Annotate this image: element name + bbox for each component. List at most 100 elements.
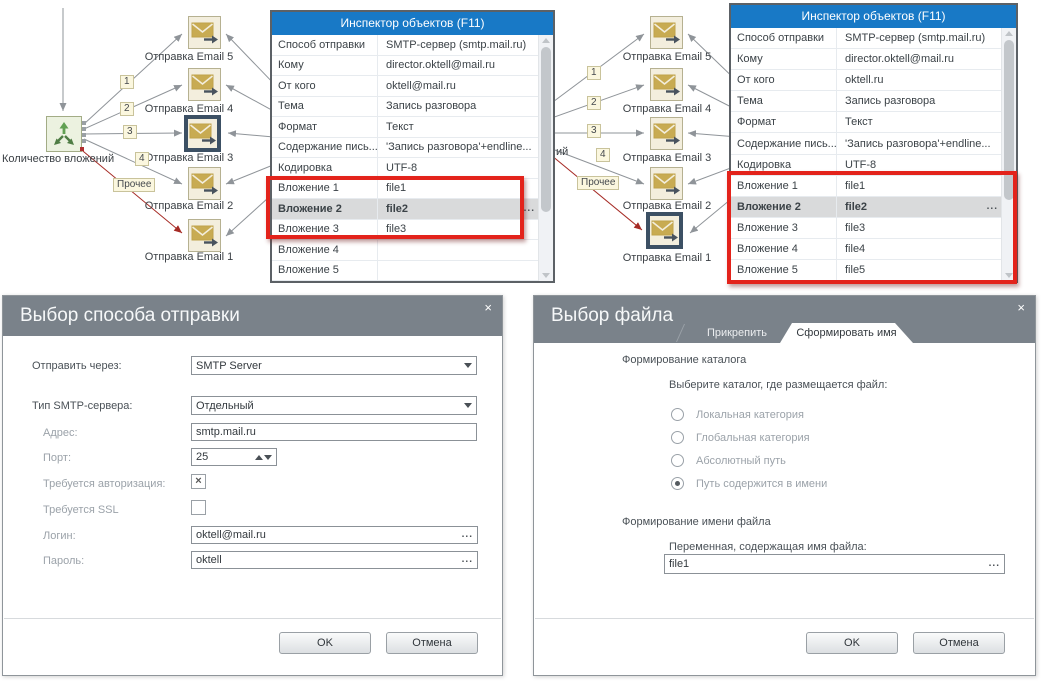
attachment-count-label-partial: ий [556,146,569,158]
ellipsis-button[interactable]: ... [461,554,473,565]
password-input[interactable]: oktell... [191,551,478,569]
inspector-row[interactable]: Содержание пись...'Запись разговора'+end… [272,137,538,158]
email-node-2[interactable] [650,167,683,200]
variable-input[interactable]: file1... [664,554,1005,574]
dialog-title: Выбор файла [551,305,674,326]
email-node-3-label: Отправка Email 3 [622,152,712,164]
tab-form-name[interactable]: Сформировать имя [780,323,913,343]
send-method-dialog: Выбор способа отправки × Отправить через… [2,295,503,676]
port-label: Порт: [43,452,71,464]
smtp-type-combobox[interactable]: Отдельный [191,396,477,415]
scroll-up-icon[interactable] [1005,31,1013,36]
auth-checkbox[interactable]: × [191,474,206,489]
email-node-5-label: Отправка Email 5 [144,51,234,63]
stepper-arrows-icon[interactable] [255,454,272,460]
email-send-icon [651,219,678,242]
cancel-button[interactable]: Отмена [913,632,1005,654]
inspector-row[interactable]: Вложение 4 [272,240,538,261]
email-node-4-label: Отправка Email 4 [622,103,712,115]
email-node-3[interactable] [650,117,683,150]
inspector-row[interactable]: Вложение 5 [272,260,538,281]
login-label: Логин: [43,530,76,542]
scrollbar[interactable] [1001,28,1016,281]
ellipsis-button[interactable]: ... [986,200,998,212]
ok-button[interactable]: OK [806,632,898,654]
ellipsis-button[interactable]: ... [523,202,535,214]
radio-local-category[interactable] [671,408,684,421]
ellipsis-button[interactable]: ... [988,558,1000,569]
email-node-4[interactable] [650,68,683,101]
scrollbar-thumb[interactable] [1004,40,1014,200]
divider [4,618,501,619]
address-input[interactable]: smtp.mail.ru [191,423,477,441]
radio-absolute-path[interactable] [671,454,684,467]
radio-path-in-name-selected[interactable] [671,477,684,490]
chevron-down-icon[interactable] [464,363,472,368]
email-node-4[interactable] [188,68,221,101]
port-stepper[interactable]: 25 [191,448,277,466]
email-node-1[interactable] [188,219,221,252]
email-node-5[interactable] [188,16,221,49]
email-node-3-selected[interactable] [184,115,221,152]
email-node-2-label: Отправка Email 2 [622,200,712,212]
smtp-type-label: Тип SMTP-сервера: [32,400,133,412]
scroll-down-icon[interactable] [1005,273,1013,278]
scrollbar-thumb[interactable] [541,47,551,212]
attachment-count-node[interactable] [46,116,82,152]
radio-absolute-label: Абсолютный путь [696,455,786,467]
scrollbar[interactable] [538,35,553,281]
highlight-box-attachments [727,171,1017,284]
catalog-prompt-label: Выберите каталог, где размещается файл: [669,379,888,391]
send-via-label: Отправить через: [32,360,122,372]
scroll-down-icon[interactable] [542,273,550,278]
inspector-title: Инспектор объектов (F11) [731,5,1016,28]
scroll-up-icon[interactable] [542,38,550,43]
branch-badge-other: Прочее [113,178,156,192]
radio-global-category[interactable] [671,431,684,444]
close-icon[interactable]: × [484,300,492,315]
radio-global-label: Глобальная категория [696,432,810,444]
tab-attach[interactable]: Прикрепить [706,327,768,339]
chevron-down-icon[interactable] [464,403,472,408]
email-send-icon [653,122,680,145]
scatter-arrows-icon [52,120,76,147]
ssl-checkbox[interactable] [191,500,206,515]
object-inspector-left: Инспектор объектов (F11) Способ отправки… [270,10,555,283]
inspector-row[interactable]: Содержание пись...'Запись разговора'+end… [731,133,1001,155]
email-node-5[interactable] [650,16,683,49]
email-send-icon [191,73,218,96]
email-node-2[interactable] [188,167,221,200]
branch-badge-4: 4 [135,152,149,166]
branch-badge-2: 2 [587,96,601,110]
ok-button[interactable]: OK [279,632,371,654]
email-node-4-label: Отправка Email 4 [144,103,234,115]
branch-badge-other: Прочее [577,176,620,190]
ellipsis-button[interactable]: ... [461,529,473,540]
send-via-combobox[interactable]: SMTP Server [191,356,477,375]
email-node-1-selected[interactable] [646,212,683,249]
cancel-button[interactable]: Отмена [386,632,478,654]
auth-label: Требуется авторизация: [43,478,166,490]
login-input[interactable]: oktell@mail.ru... [191,526,478,544]
close-icon[interactable]: × [1017,300,1025,315]
